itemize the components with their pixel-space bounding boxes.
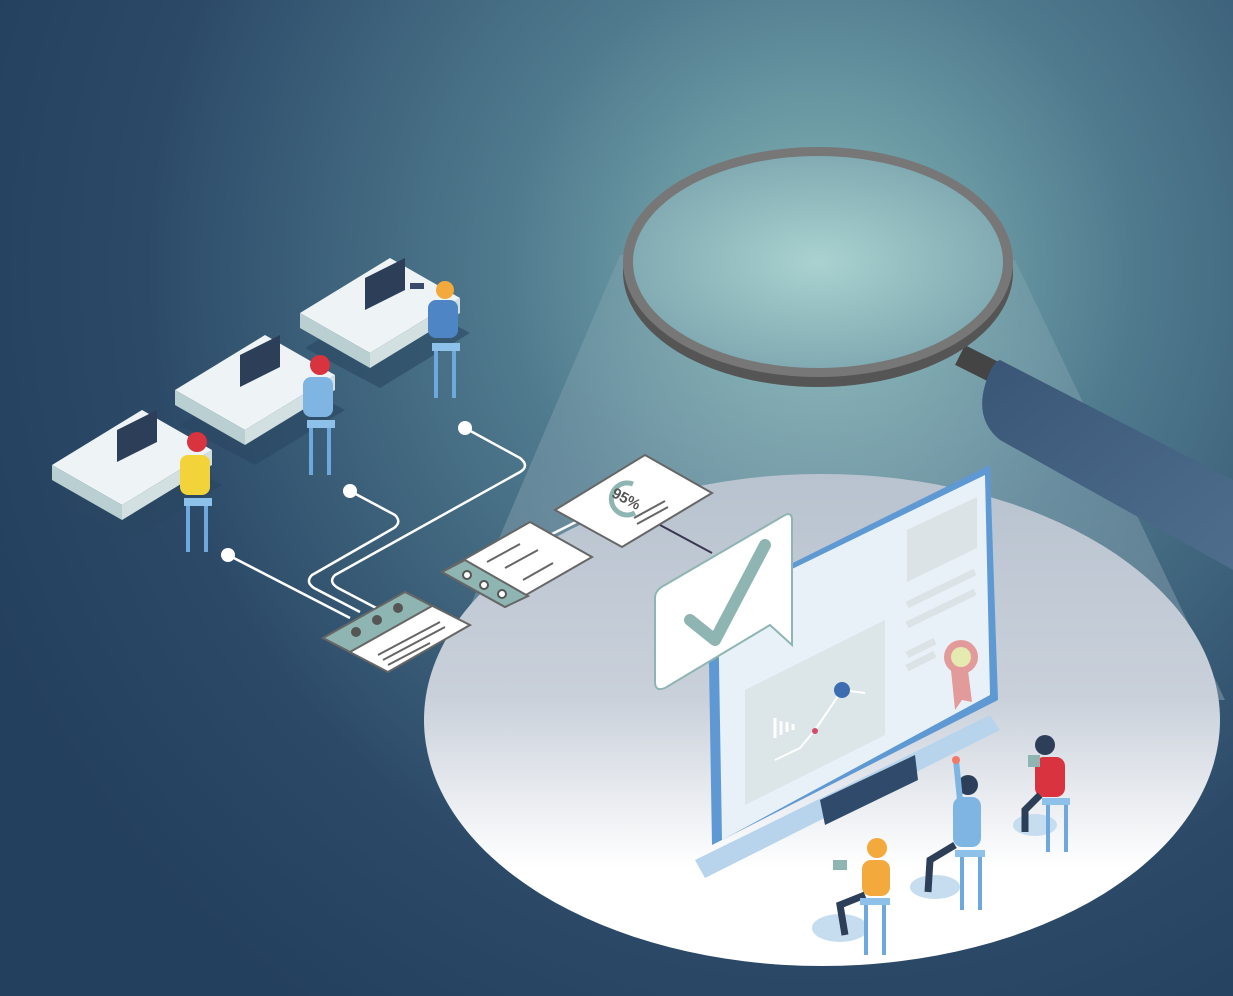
connector-node xyxy=(221,548,235,562)
desk-1 xyxy=(300,258,470,398)
connector-node xyxy=(343,484,357,498)
person-head xyxy=(187,432,207,452)
person-seated-3 xyxy=(1021,735,1070,852)
workstations xyxy=(52,258,470,552)
dashboard-monitor xyxy=(695,465,1000,878)
person-seated-2 xyxy=(924,756,985,910)
progress-card: 95% xyxy=(553,453,714,549)
connector-line xyxy=(659,524,713,554)
magnifying-glass-icon xyxy=(623,147,1233,570)
person-head xyxy=(310,355,330,375)
process-card-1 xyxy=(320,590,473,674)
connector-node xyxy=(458,421,472,435)
check-icon xyxy=(684,539,771,646)
desk-2 xyxy=(175,335,345,475)
person-head xyxy=(436,281,454,299)
audience xyxy=(812,735,1070,955)
desk-monitor xyxy=(117,410,157,462)
progress-ring xyxy=(608,480,637,518)
chart-panel xyxy=(745,620,885,805)
person-body xyxy=(180,455,210,495)
person-body xyxy=(303,377,333,417)
process-card-2 xyxy=(439,520,595,609)
desk-3 xyxy=(52,410,222,552)
desk-monitor xyxy=(365,258,405,310)
person-seated-1 xyxy=(833,838,890,955)
person-body xyxy=(428,300,458,338)
desk-monitor xyxy=(240,335,280,387)
checkmark-bubble xyxy=(654,513,793,691)
